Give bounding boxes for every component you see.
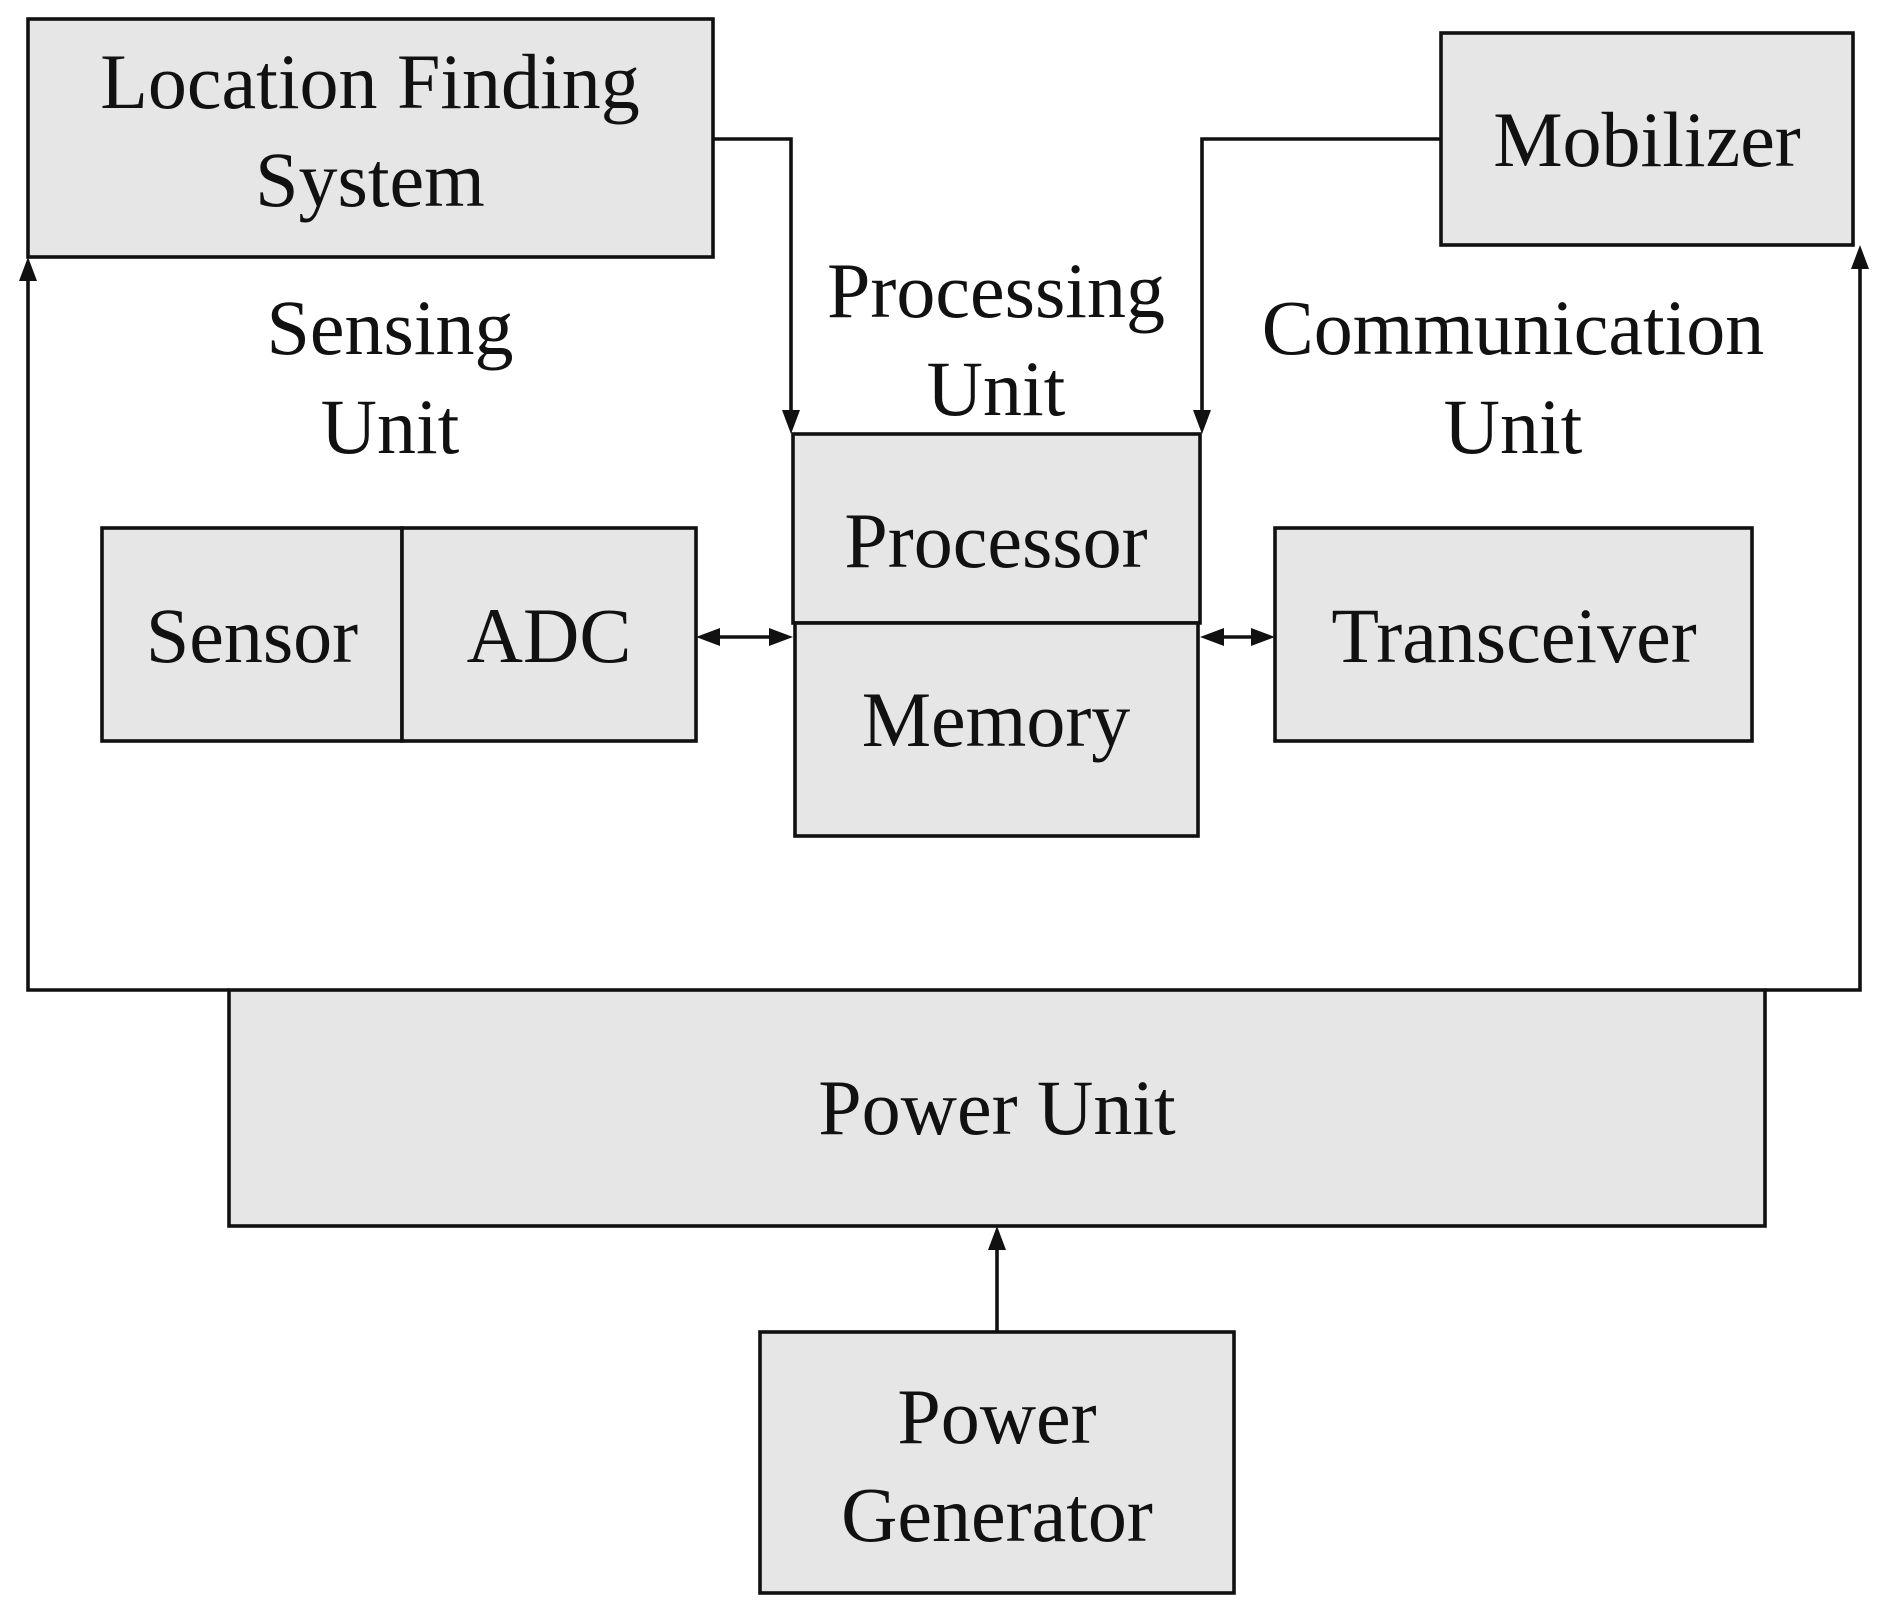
mobilizer-block: Mobilizer	[1439, 31, 1855, 247]
power-generator-block: Power Generator	[758, 1330, 1236, 1595]
mobilizer-to-processor-arrow	[1193, 137, 1441, 434]
sensor-block: Sensor	[100, 526, 404, 743]
sensor-label: Sensor	[146, 592, 358, 679]
mobilizer-label: Mobilizer	[1493, 96, 1801, 183]
power-generator-label-line-1: Power	[897, 1373, 1096, 1460]
power-unit-label: Power Unit	[818, 1064, 1176, 1151]
adc-block: ADC	[400, 526, 698, 743]
memory-block: Memory	[793, 621, 1200, 838]
processing-unit-label-line-2: Unit	[927, 345, 1066, 432]
communication-unit-label-line-1: Communication	[1262, 284, 1765, 371]
power-unit-block: Power Unit	[227, 988, 1767, 1228]
location-finding-system-label-line-2: System	[255, 136, 485, 223]
sensing-unit-label-line-2: Unit	[321, 383, 460, 470]
processor-label: Processor	[844, 497, 1147, 584]
adc-processor-bidirectional-arrow	[696, 628, 793, 646]
transceiver-label: Transceiver	[1331, 592, 1696, 679]
location-to-processor-arrow	[713, 137, 800, 434]
processor-transceiver-bidirectional-arrow	[1200, 628, 1275, 646]
sensing-unit-label-line-1: Sensing	[266, 284, 513, 371]
memory-label: Memory	[862, 676, 1131, 763]
power-generator-label-line-2: Generator	[841, 1471, 1153, 1558]
transceiver-block: Transceiver	[1273, 526, 1754, 743]
location-finding-system-block: Location Finding System	[26, 17, 715, 259]
power-to-location-arrow	[19, 257, 229, 992]
generator-to-power-unit-arrow	[988, 1226, 1006, 1332]
processing-unit-label-line-1: Processing	[827, 247, 1165, 334]
power-to-mobilizer-arrow	[1765, 245, 1869, 992]
communication-unit-label-line-2: Unit	[1444, 383, 1583, 470]
location-finding-system-label-line-1: Location Finding	[100, 38, 639, 125]
processor-block: Processor	[791, 432, 1202, 625]
adc-label: ADC	[467, 592, 632, 679]
